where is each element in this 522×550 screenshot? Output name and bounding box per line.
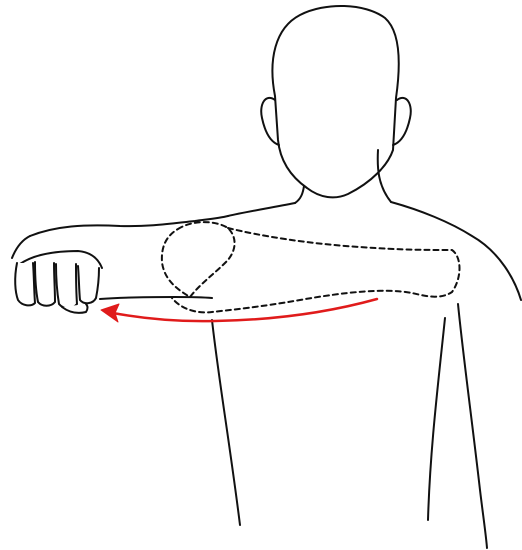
upper-arm-top: [30, 216, 228, 236]
forearm-back: [12, 236, 30, 258]
motion-arrow: [101, 299, 377, 322]
head-outline: [261, 6, 411, 203]
dashed-bone-outline: [162, 222, 460, 312]
finger-4: [78, 266, 99, 303]
finger-3: [56, 264, 77, 308]
torso-outline: [212, 202, 521, 548]
finger-1: [15, 263, 35, 305]
head-shape: [272, 6, 398, 197]
left-torso-side: [212, 320, 240, 525]
right-arm-outline: [458, 304, 487, 548]
neck-left: [295, 186, 304, 203]
left-shoulder-line: [228, 203, 295, 216]
fist: [15, 251, 102, 313]
humeral-head-outline: [162, 222, 235, 297]
upper-arm-bottom: [100, 297, 212, 299]
finger-2: [35, 262, 55, 306]
right-torso-side: [428, 318, 445, 520]
clavicle-outline: [172, 228, 460, 312]
motion-arrow-line: [113, 299, 377, 321]
